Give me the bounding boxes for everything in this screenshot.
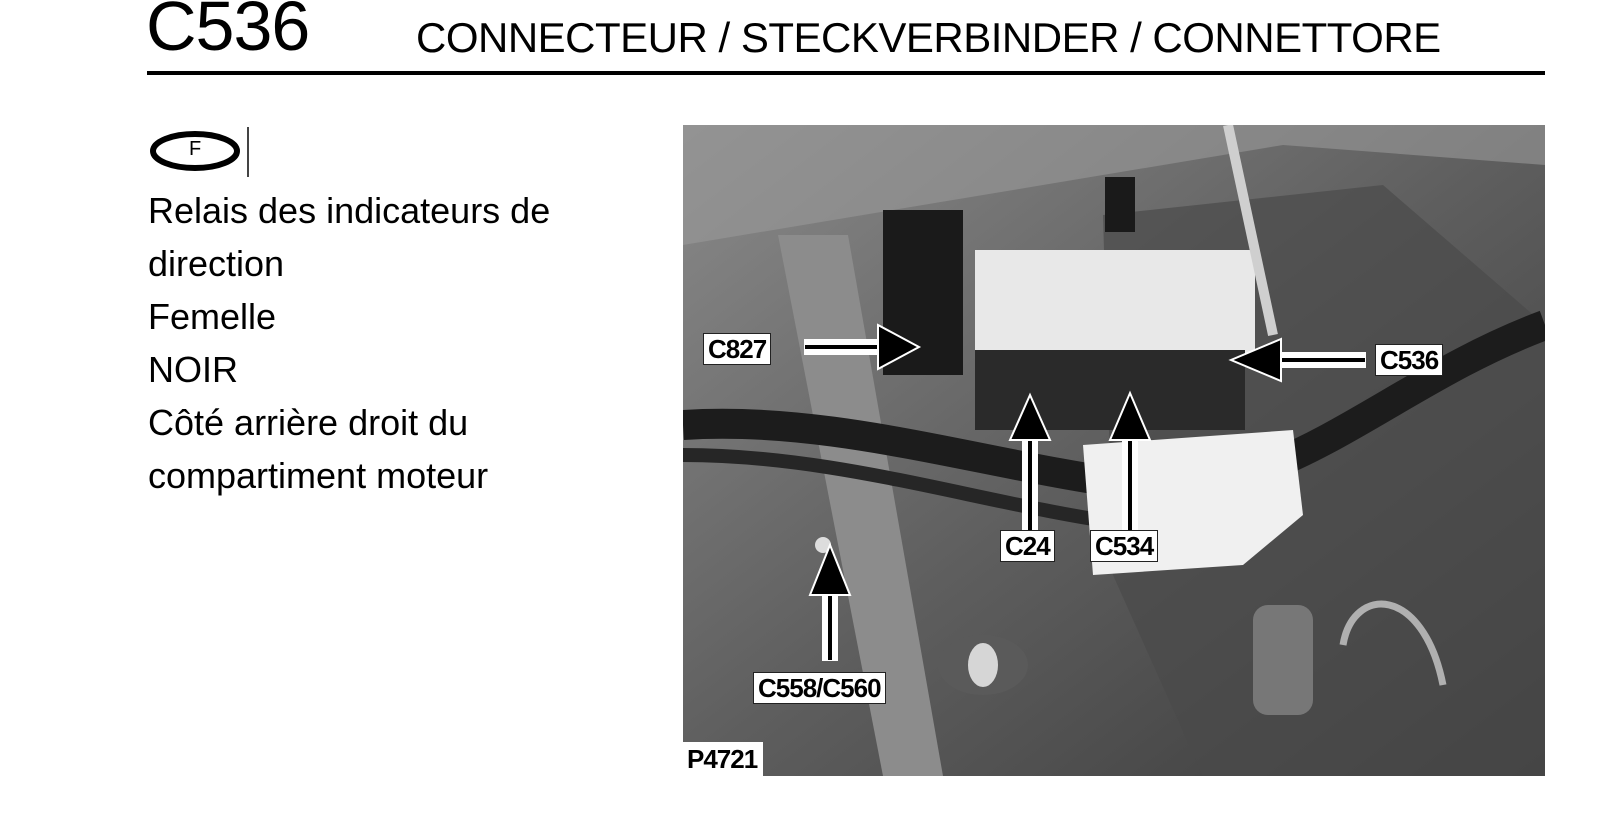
page-title: CONNECTEUR / STECKVERBINDER / CONNETTORE xyxy=(416,14,1441,61)
arrow-c534 xyxy=(1108,390,1152,531)
connector-code: C536 xyxy=(146,0,310,65)
arrow-c827 xyxy=(804,323,922,371)
language-oval-icon xyxy=(150,127,249,177)
header-divider xyxy=(147,71,1545,75)
callout-c534: C534 xyxy=(1090,530,1159,562)
arrow-c558-c560 xyxy=(808,542,852,661)
callout-c558-c560: C558/C560 xyxy=(753,672,886,704)
arrow-c24 xyxy=(1008,392,1052,531)
language-letter: F xyxy=(189,138,202,160)
callout-c827: C827 xyxy=(703,333,772,365)
language-badge: F xyxy=(150,127,252,177)
description-line: Côté arrière droit du xyxy=(148,402,469,443)
callout-c24: C24 xyxy=(1000,530,1055,562)
photo-reference: P4721 xyxy=(683,742,764,776)
description-line: compartiment moteur xyxy=(148,455,489,496)
callout-c536: C536 xyxy=(1375,344,1444,376)
description-line: direction xyxy=(148,243,285,284)
description-line: NOIR xyxy=(148,349,238,390)
description-line: Relais des indicateurs de xyxy=(148,190,551,231)
arrow-c536 xyxy=(1228,337,1366,383)
connector-location-photo: C827 C536 C24 C534 C558/C560 P4721 xyxy=(683,125,1545,776)
description-line: Femelle xyxy=(148,296,277,337)
connector-description: Relais des indicateurs de direction Feme… xyxy=(148,184,550,502)
